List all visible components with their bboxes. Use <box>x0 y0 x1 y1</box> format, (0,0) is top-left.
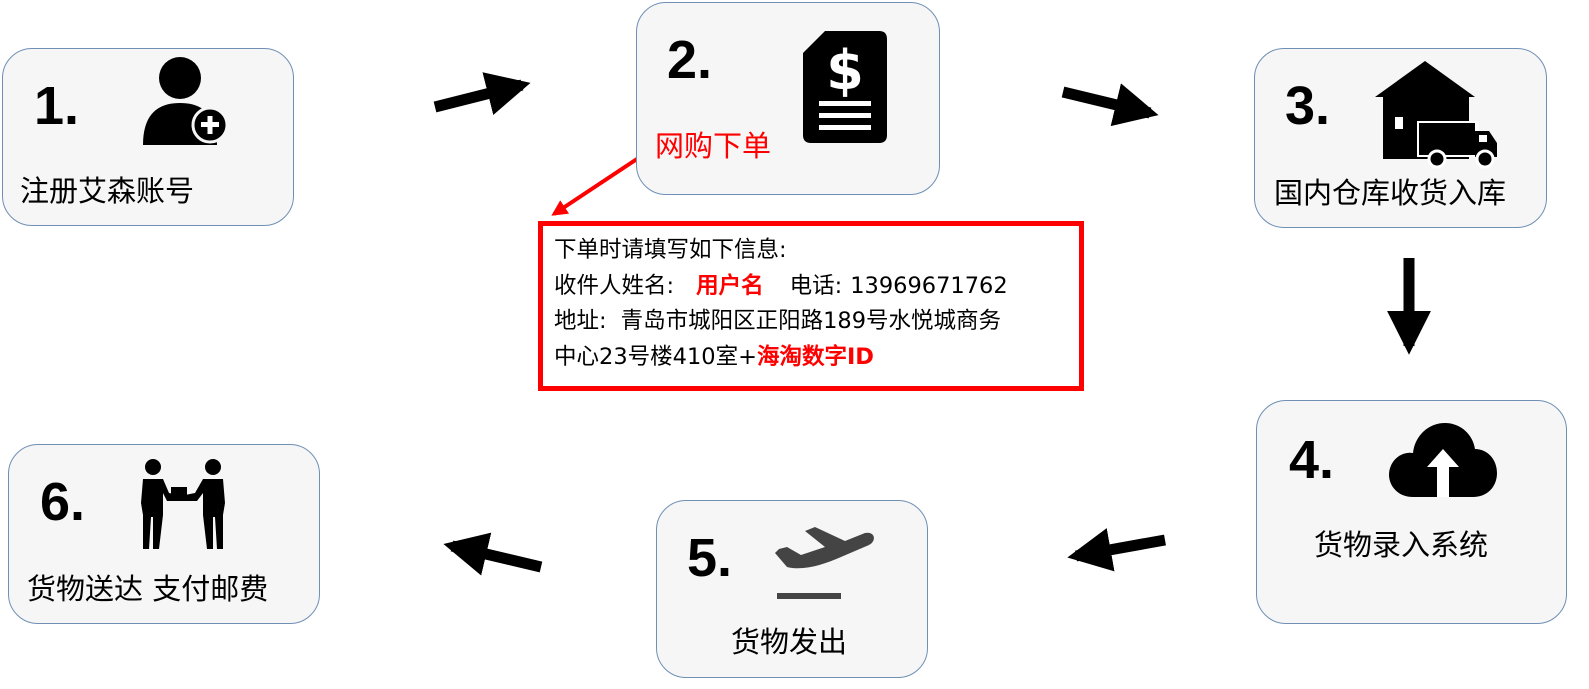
arrow-4-to-5 <box>1067 528 1166 572</box>
step-1-box: 1. 注册艾森账号 <box>2 48 294 226</box>
address-line2: 中心23号楼410室+ <box>554 343 757 370</box>
recipient-label: 收件人姓名: <box>554 272 675 299</box>
step-2-box: 2. $ 网购下单 <box>636 2 940 195</box>
handover-people-icon <box>141 459 225 549</box>
phone-value: 13969671762 <box>850 272 1008 299</box>
step-number: 4. <box>1289 430 1335 490</box>
step-5-box: 5. 货物发出 <box>656 500 928 678</box>
order-info-title: 下单时请填写如下信息: <box>554 237 787 263</box>
order-info-recipient-line: 收件人姓名: 用户名电话: 13969671762 <box>554 269 1079 305</box>
step-number: 5. <box>687 528 733 588</box>
order-info-address-line: 地址: 青岛市城阳区正阳路189号水悦城商务 <box>554 304 1079 340</box>
step-label: 网购下单 <box>655 129 772 163</box>
add-user-icon <box>143 57 229 145</box>
step-3-box: 3. 国内仓库收货入库 <box>1254 48 1547 228</box>
step-number: 2. <box>667 30 713 90</box>
phone-label: 电话: <box>789 272 843 299</box>
arrow-5-to-6 <box>443 532 543 576</box>
address-id-highlight: 海淘数字ID <box>756 343 874 370</box>
arrow-2-to-3 <box>1061 83 1159 127</box>
step-label: 货物录入系统 <box>1314 528 1489 562</box>
svg-text:$: $ <box>826 39 864 102</box>
step-label: 注册艾森账号 <box>20 174 195 208</box>
arrow-order-to-info <box>551 155 642 216</box>
order-info-box: 下单时请填写如下信息: 收件人姓名: 用户名电话: 13969671762 地址: 青… <box>538 221 1084 391</box>
dollar-invoice-icon: $ <box>803 31 887 143</box>
step-label: 货物送达 支付邮费 <box>27 572 269 606</box>
step-6-box: 6. 货物送达 支付邮费 <box>8 444 320 624</box>
order-info-address-line2: 中心23号楼410室+海淘数字ID <box>554 340 1079 376</box>
step-number: 6. <box>40 472 86 532</box>
arrow-1-to-2 <box>433 72 531 115</box>
cloud-upload-icon <box>1389 423 1497 497</box>
recipient-value: 用户名 <box>696 272 764 299</box>
airplane-departure-icon <box>775 527 874 599</box>
step-number: 3. <box>1285 76 1331 136</box>
step-label: 货物发出 <box>731 625 848 659</box>
warehouse-truck-icon <box>1375 61 1497 169</box>
step-label: 国内仓库收货入库 <box>1274 176 1507 210</box>
step-4-box: 4. 货物录入系统 <box>1256 400 1567 624</box>
step-number: 1. <box>34 76 80 136</box>
address-line1: 青岛市城阳区正阳路189号水悦城商务 <box>620 308 1002 334</box>
address-label: 地址: <box>554 308 607 334</box>
